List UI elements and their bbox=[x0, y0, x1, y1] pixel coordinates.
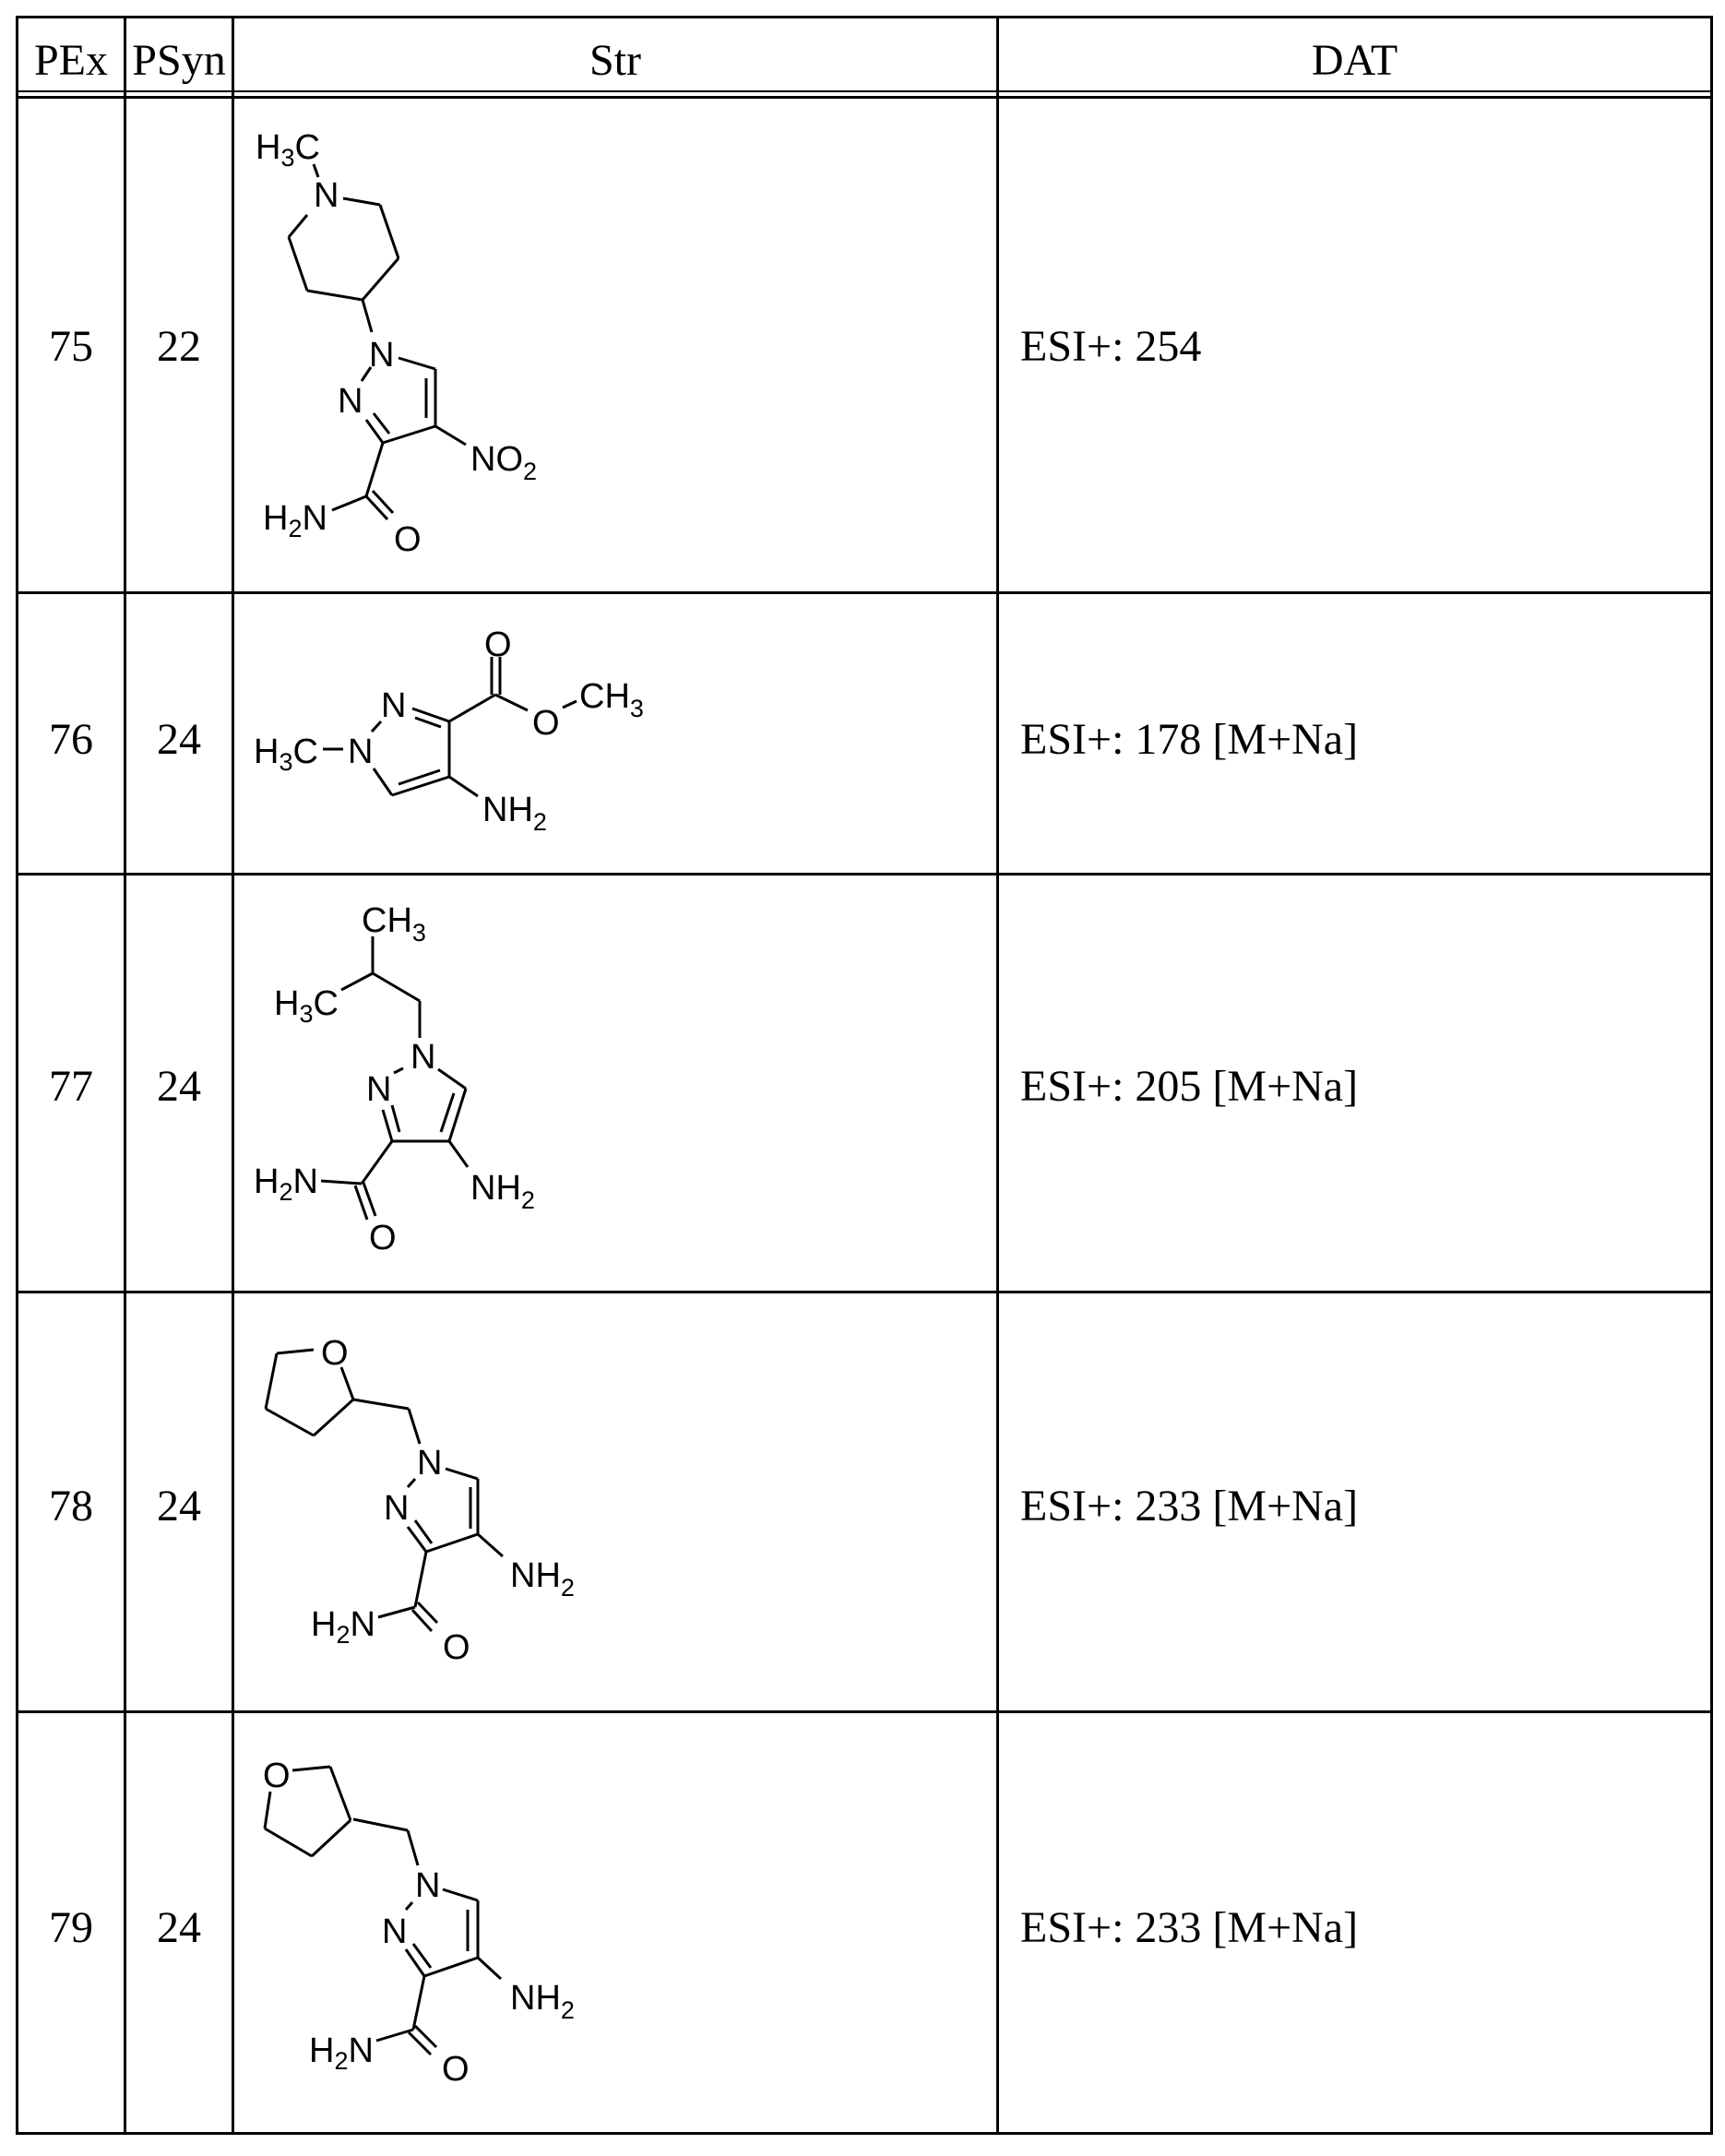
table-border-right bbox=[1710, 16, 1713, 2135]
col-divider-str-dat bbox=[996, 16, 999, 2135]
row-divider-76-77 bbox=[16, 873, 1713, 876]
svg-text:H2N: H2N bbox=[311, 1605, 375, 1649]
dat-cell: ESI+: 233 [M+Na] bbox=[1020, 1903, 1359, 1952]
row-divider-78-79 bbox=[16, 1710, 1713, 1713]
svg-text:N: N bbox=[348, 733, 373, 771]
svg-text:O: O bbox=[263, 1757, 291, 1795]
pex-cell: 78 bbox=[49, 1482, 93, 1531]
col-divider-psyn-str bbox=[232, 16, 234, 2135]
pex-cell: 76 bbox=[49, 715, 93, 764]
pex-cell: 75 bbox=[49, 322, 93, 371]
pex-cell: 79 bbox=[49, 1903, 93, 1952]
svg-text:O: O bbox=[369, 1219, 397, 1257]
structure-75: H3C N N N NO2 H2N O bbox=[256, 128, 537, 559]
header-psyn: PSyn bbox=[132, 36, 226, 85]
svg-text:O: O bbox=[443, 1628, 470, 1667]
svg-text:NO2: NO2 bbox=[470, 440, 537, 485]
svg-text:N: N bbox=[415, 1866, 440, 1905]
svg-text:O: O bbox=[321, 1334, 349, 1373]
svg-text:O: O bbox=[484, 625, 512, 664]
svg-text:H3C: H3C bbox=[256, 128, 320, 172]
svg-text:NH2: NH2 bbox=[482, 791, 547, 836]
svg-text:O: O bbox=[442, 2050, 470, 2089]
svg-text:N: N bbox=[410, 1038, 435, 1077]
svg-text:N: N bbox=[314, 176, 339, 215]
table-border-bottom bbox=[16, 2132, 1713, 2135]
svg-text:NH2: NH2 bbox=[510, 1556, 575, 1602]
structure-78: O N N H2N O NH2 bbox=[264, 1334, 575, 1667]
dat-cell: ESI+: 178 [M+Na] bbox=[1020, 715, 1359, 764]
svg-text:N: N bbox=[338, 382, 363, 421]
header-rule-1 bbox=[16, 90, 1713, 92]
pex-cell: 77 bbox=[49, 1062, 93, 1111]
header-pex: PEx bbox=[33, 36, 108, 85]
svg-text:H2N: H2N bbox=[254, 1162, 318, 1206]
psyn-cell: 24 bbox=[157, 1903, 201, 1952]
dat-cell: ESI+: 205 [M+Na] bbox=[1020, 1062, 1359, 1111]
header-dat: DAT bbox=[1311, 36, 1398, 85]
psyn-cell: 22 bbox=[157, 322, 201, 371]
svg-text:NH2: NH2 bbox=[470, 1169, 535, 1214]
dat-cell: ESI+: 233 [M+Na] bbox=[1020, 1482, 1359, 1531]
psyn-cell: 24 bbox=[157, 1482, 201, 1531]
svg-text:N: N bbox=[381, 686, 406, 725]
table-border-left bbox=[16, 16, 18, 2135]
row-divider-75-76 bbox=[16, 591, 1713, 594]
dat-cell: ESI+: 254 bbox=[1020, 322, 1202, 371]
header-rule-2 bbox=[16, 96, 1713, 99]
svg-text:N: N bbox=[366, 1070, 391, 1109]
psyn-cell: 24 bbox=[157, 715, 201, 764]
svg-text:H3C: H3C bbox=[254, 733, 318, 776]
svg-text:CH3: CH3 bbox=[362, 901, 426, 947]
psyn-cell: 24 bbox=[157, 1062, 201, 1111]
structure-76: H3C N N O O CH3 NH2 bbox=[254, 625, 644, 836]
svg-text:O: O bbox=[394, 520, 422, 559]
svg-text:N: N bbox=[384, 1489, 409, 1528]
header-str: Str bbox=[589, 36, 641, 85]
table-border-top bbox=[16, 16, 1713, 18]
svg-text:O: O bbox=[532, 704, 560, 743]
svg-text:H2N: H2N bbox=[263, 499, 327, 542]
svg-text:N: N bbox=[369, 336, 394, 375]
svg-text:CH3: CH3 bbox=[579, 677, 644, 722]
svg-text:H3C: H3C bbox=[274, 984, 339, 1028]
col-divider-pex-psyn bbox=[124, 16, 126, 2135]
svg-text:N: N bbox=[382, 1912, 407, 1951]
svg-text:NH2: NH2 bbox=[510, 1979, 575, 2024]
svg-text:N: N bbox=[417, 1444, 442, 1483]
svg-text:H2N: H2N bbox=[309, 2031, 374, 2075]
structure-77: CH3 H3C N N H2N O NH2 bbox=[254, 901, 535, 1257]
structure-79: O N N H2N O NH2 bbox=[263, 1757, 575, 2089]
row-divider-77-78 bbox=[16, 1291, 1713, 1293]
